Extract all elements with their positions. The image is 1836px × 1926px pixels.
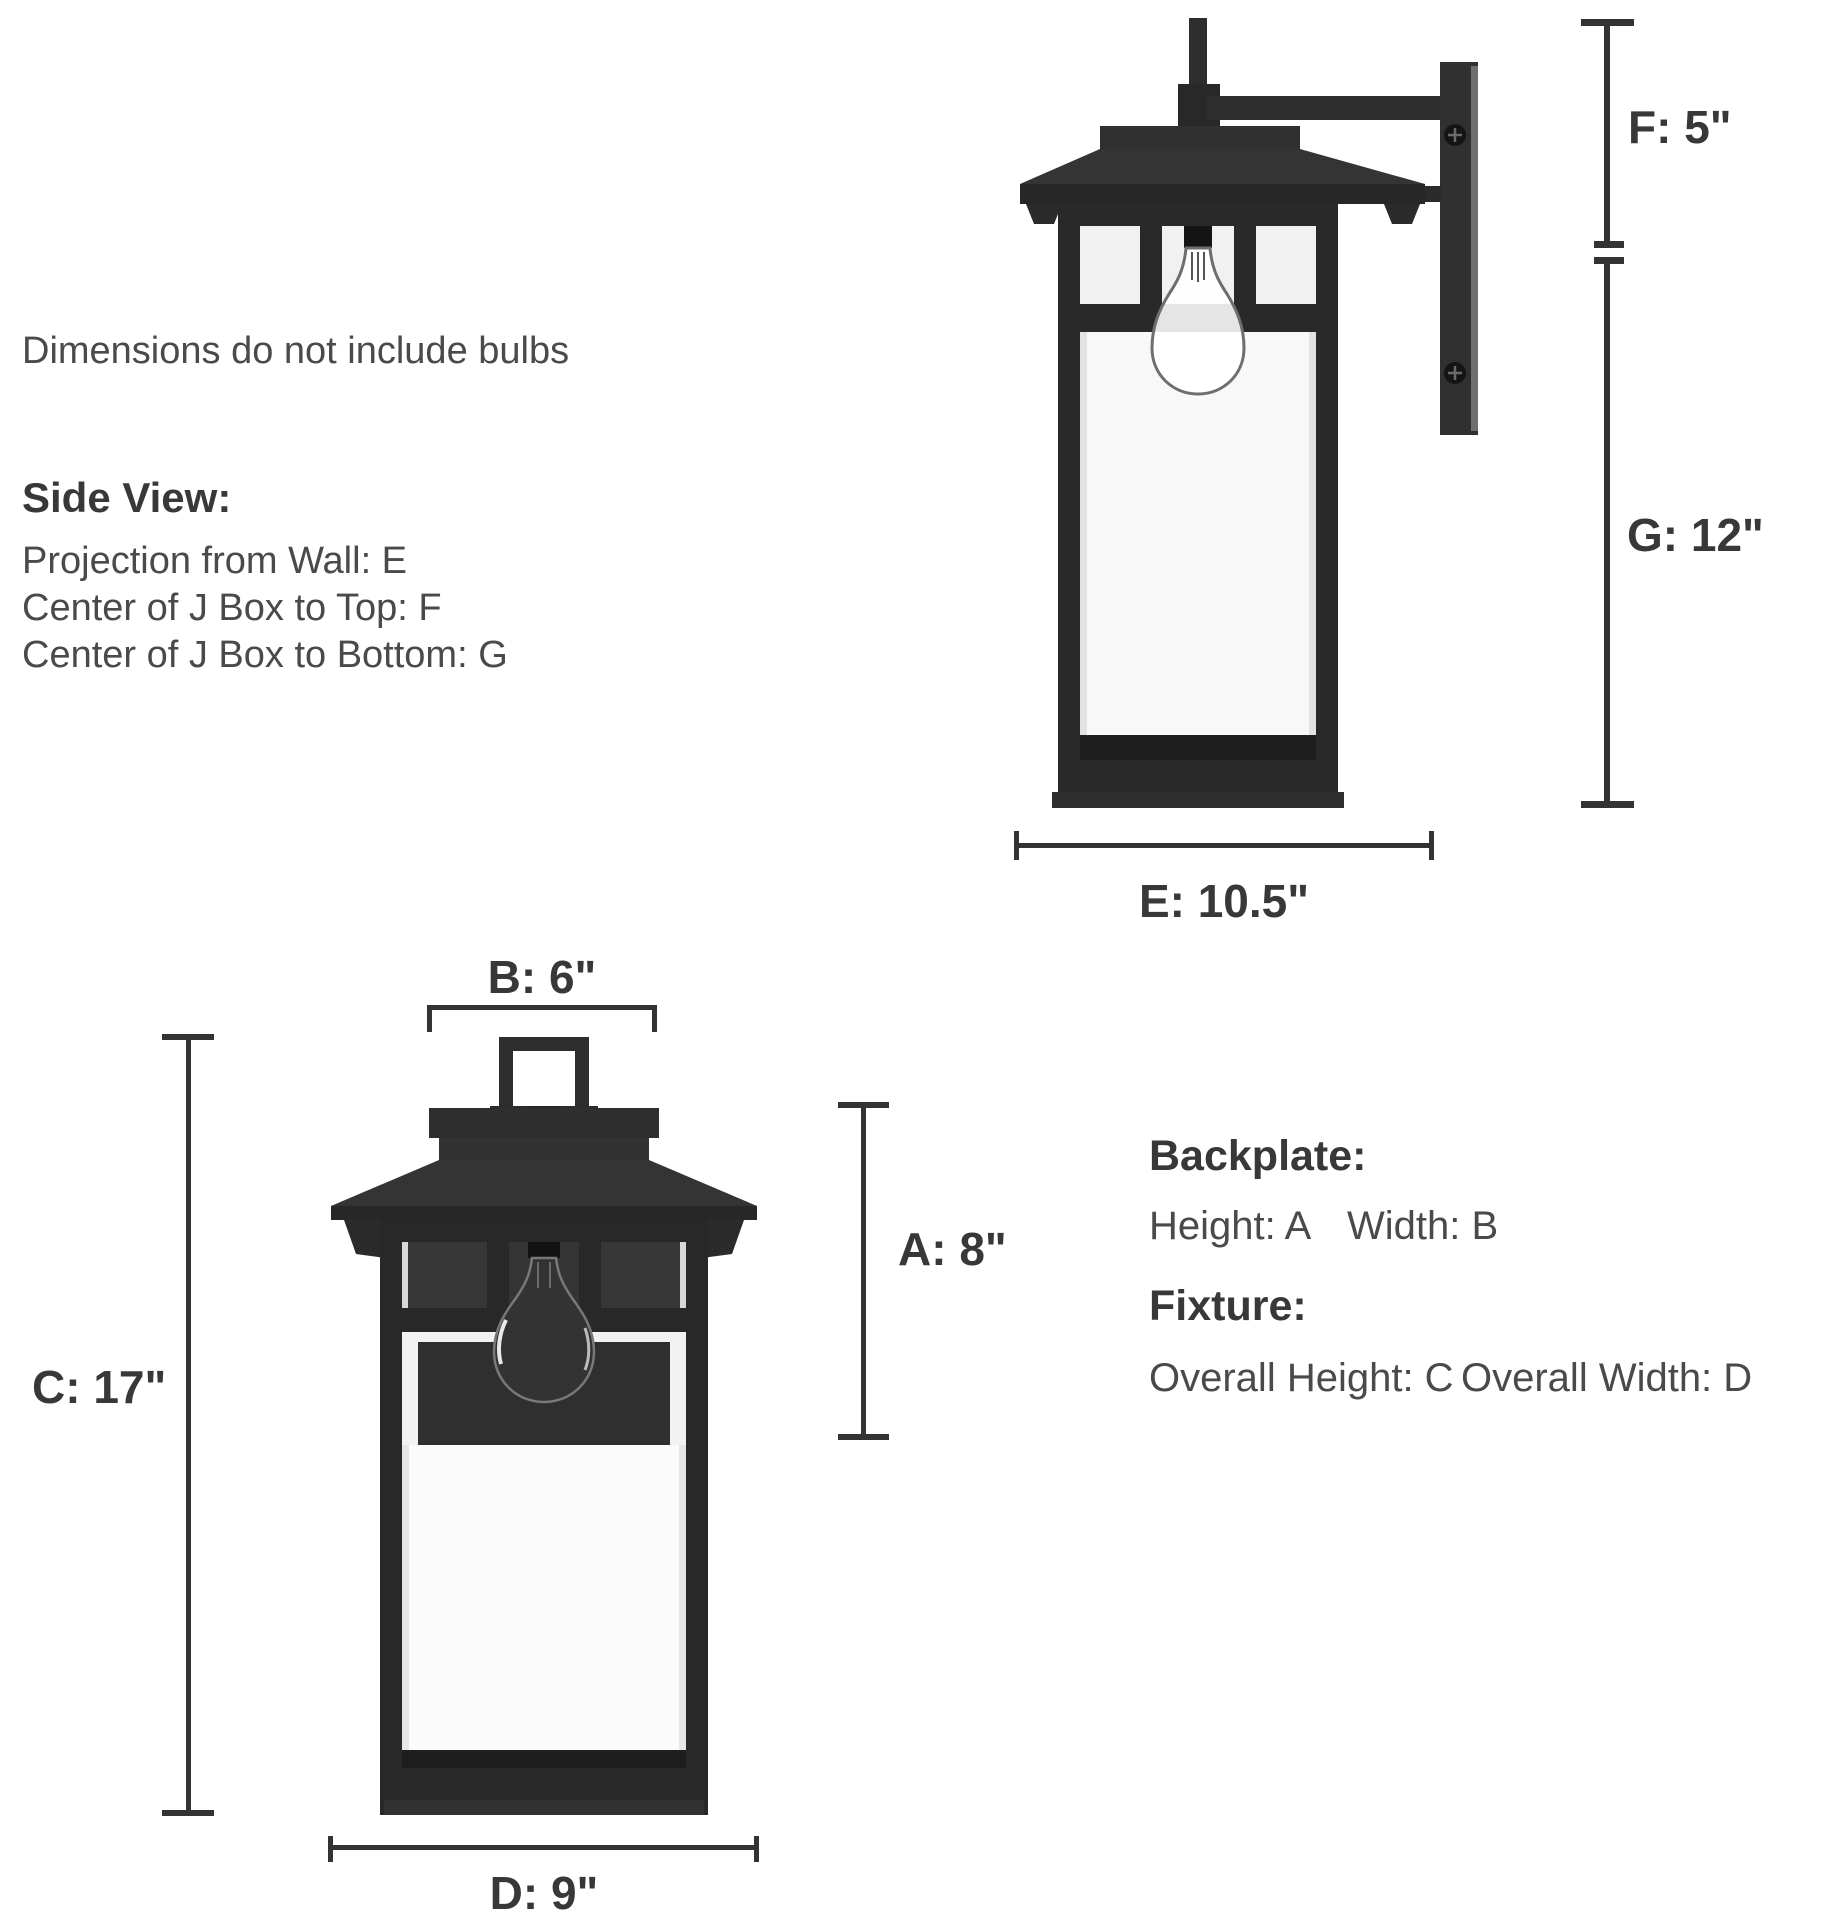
screw-bottom-icon xyxy=(1444,362,1466,384)
dim-label-f: F: 5" xyxy=(1628,101,1732,153)
window-pane xyxy=(601,1242,686,1308)
glass-shade-right xyxy=(1309,332,1316,735)
e-right-tick xyxy=(1429,831,1434,860)
dim-label-b: B: 6" xyxy=(487,951,597,1003)
glass-strip xyxy=(402,1342,418,1445)
backplate-legend-title: Backplate: xyxy=(1149,1132,1367,1180)
dim-label-e: E: 10.5" xyxy=(1138,875,1310,927)
glass-glint xyxy=(680,1242,686,1308)
fg-break-tick xyxy=(1594,241,1624,248)
e-dim-line xyxy=(1017,843,1432,848)
glass-glint xyxy=(402,1242,408,1308)
glass-ledge xyxy=(1080,735,1316,760)
glass-panel xyxy=(1080,332,1316,735)
g-dim-line xyxy=(1604,261,1610,804)
glass-panel xyxy=(402,1445,686,1750)
c-bottom-tick xyxy=(162,1810,214,1816)
note-text: Dimensions do not include bulbs xyxy=(22,330,570,372)
glass-strip xyxy=(670,1342,686,1445)
window-pane xyxy=(1080,226,1140,304)
backplate-cap xyxy=(439,1138,649,1160)
mounting-arm xyxy=(1206,96,1440,120)
dim-label-d: D: 9" xyxy=(489,1867,599,1919)
glass-ledge xyxy=(402,1750,686,1768)
eave-block-right xyxy=(1384,204,1420,224)
dim-label-a: A: 8" xyxy=(898,1223,1007,1275)
f-dim-line xyxy=(1604,22,1610,244)
light-bulb xyxy=(492,1242,596,1404)
roof-edge xyxy=(1020,184,1425,204)
a-dim-line xyxy=(861,1105,866,1437)
fg-break-tick xyxy=(1594,257,1624,264)
fixture-height-label: Overall Height: C xyxy=(1149,1356,1454,1400)
roof-cap xyxy=(1100,126,1300,149)
side-view-legend-title: Side View: xyxy=(22,474,232,521)
glass-shade-right xyxy=(679,1445,686,1750)
roof xyxy=(331,1160,757,1206)
b-right-tick xyxy=(652,1005,657,1032)
roof xyxy=(1020,149,1425,184)
window-pane xyxy=(402,1242,487,1308)
roof-edge xyxy=(331,1206,757,1220)
legend-line-jbox-top: Center of J Box to Top: F xyxy=(22,587,442,629)
base-step xyxy=(1052,792,1344,808)
b-left-tick xyxy=(427,1005,432,1032)
eave-block-left xyxy=(1026,204,1062,224)
wall-plate-bevel xyxy=(1471,66,1478,431)
front-view-drawing xyxy=(331,1037,757,1815)
d-right-tick xyxy=(754,1836,759,1862)
d-dim-line xyxy=(331,1845,757,1850)
legend-line-projection: Projection from Wall: E xyxy=(22,540,408,582)
glass-shade-left xyxy=(402,1445,409,1750)
fixture-width-label: Overall Width: D xyxy=(1461,1356,1753,1400)
fixture-legend-title: Fixture: xyxy=(1149,1282,1307,1330)
legend-line-jbox-bottom: Center of J Box to Bottom: G xyxy=(22,634,508,676)
backplate-height-label: Height: A xyxy=(1149,1204,1312,1248)
fg-bottom-tick xyxy=(1581,801,1634,808)
dimension-lines-front xyxy=(162,1005,889,1862)
screw-top-icon xyxy=(1444,124,1466,146)
base-step xyxy=(384,1800,704,1815)
dimension-lines-side xyxy=(1014,19,1634,860)
b-dim-line xyxy=(427,1005,657,1010)
light-bulb xyxy=(1150,226,1246,396)
a-bottom-tick xyxy=(838,1434,889,1440)
dim-label-g: G: 12" xyxy=(1627,509,1764,561)
c-dim-line xyxy=(186,1037,191,1813)
backplate xyxy=(429,1108,659,1138)
dim-label-c: C: 17" xyxy=(32,1361,167,1413)
backplate-width-label: Width: B xyxy=(1347,1204,1499,1248)
side-view-legend: Side View: Projection from Wall: E Cente… xyxy=(22,474,508,679)
window-pane xyxy=(1256,226,1316,304)
d-left-tick xyxy=(328,1836,333,1862)
e-left-tick xyxy=(1014,831,1019,860)
side-view-drawing xyxy=(1020,18,1478,808)
glass-shade-left xyxy=(1080,332,1087,735)
